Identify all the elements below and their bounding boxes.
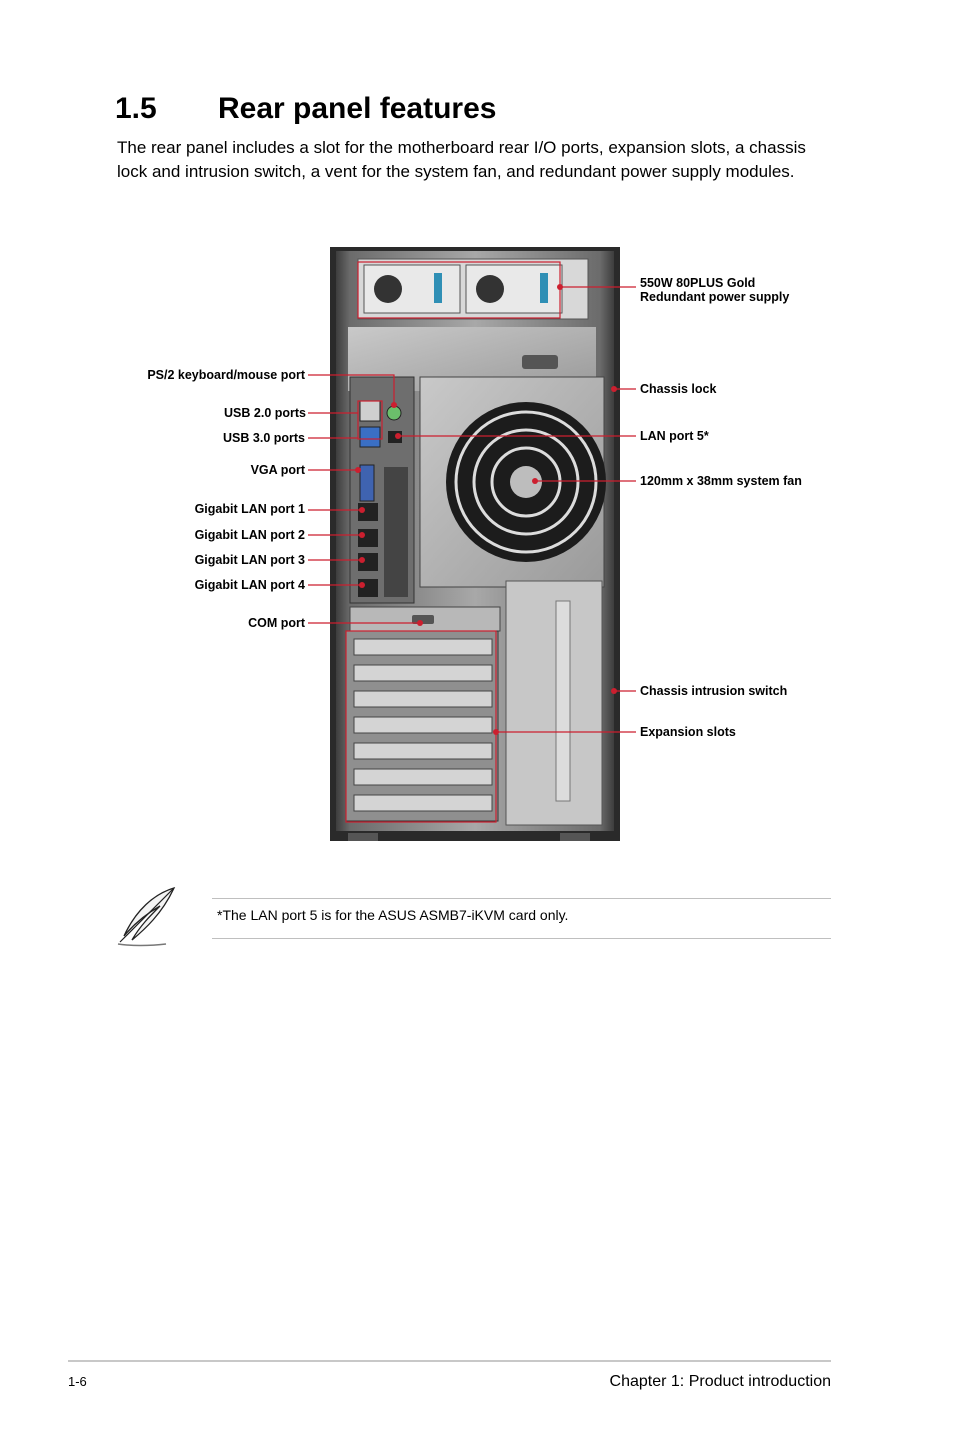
label-lan-port-1: Gigabit LAN port 1	[194, 502, 305, 516]
dot-psu	[557, 284, 563, 290]
page-number: 1-6	[68, 1374, 87, 1389]
dot-lan4	[359, 582, 365, 588]
label-com-port: COM port	[248, 616, 305, 630]
dot-ps2	[391, 402, 397, 408]
label-chassis-lock: Chassis lock	[640, 382, 717, 396]
dot-expansion	[493, 729, 499, 735]
dot-fan	[532, 478, 538, 484]
dot-lan5	[395, 433, 401, 439]
dot-com	[417, 620, 423, 626]
label-usb2-ports: USB 2.0 ports	[224, 406, 306, 420]
note-rule-bottom	[212, 938, 831, 939]
section-number: 1.5	[115, 92, 157, 125]
dot-intrusion	[611, 688, 617, 694]
box-expansion	[345, 630, 497, 823]
label-expansion-slots: Expansion slots	[640, 725, 736, 739]
dot-lan2	[359, 532, 365, 538]
label-vga-port: VGA port	[250, 463, 305, 477]
footer-rule	[68, 1360, 831, 1362]
label-lan-port-3: Gigabit LAN port 3	[194, 553, 305, 567]
label-psu-line1: 550W 80PLUS Gold	[640, 276, 756, 290]
section-title: Rear panel features	[218, 92, 497, 125]
leader-ps2	[308, 374, 395, 405]
label-ps2-port: PS/2 keyboard/mouse port	[147, 368, 305, 382]
note-text: *The LAN port 5 is for the ASUS ASMB7-iK…	[217, 907, 569, 923]
box-psu	[357, 261, 561, 319]
label-psu-line2: Redundant power supply	[640, 290, 790, 304]
dot-chassis-lock	[611, 386, 617, 392]
label-lan-port-2: Gigabit LAN port 2	[194, 528, 305, 542]
label-psu: 550W 80PLUS Gold Redundant power supply	[640, 276, 789, 304]
label-intrusion-switch: Chassis intrusion switch	[640, 684, 788, 698]
dot-lan1	[359, 507, 365, 513]
server-rear-panel-image	[330, 247, 620, 841]
note-rule-top	[212, 898, 831, 899]
label-system-fan: 120mm x 38mm system fan	[640, 474, 802, 488]
label-usb3-ports: USB 3.0 ports	[223, 431, 305, 445]
chapter-title: Chapter 1: Product introduction	[609, 1373, 831, 1390]
label-lan-port-4: Gigabit LAN port 4	[194, 578, 305, 592]
dot-lan3	[359, 557, 365, 563]
label-lan-port-5: LAN port 5*	[640, 429, 709, 443]
box-usb-ports	[357, 400, 383, 440]
dot-vga	[355, 467, 361, 473]
feather-quill-icon	[117, 886, 176, 947]
intro-paragraph: The rear panel includes a slot for the m…	[117, 138, 806, 181]
